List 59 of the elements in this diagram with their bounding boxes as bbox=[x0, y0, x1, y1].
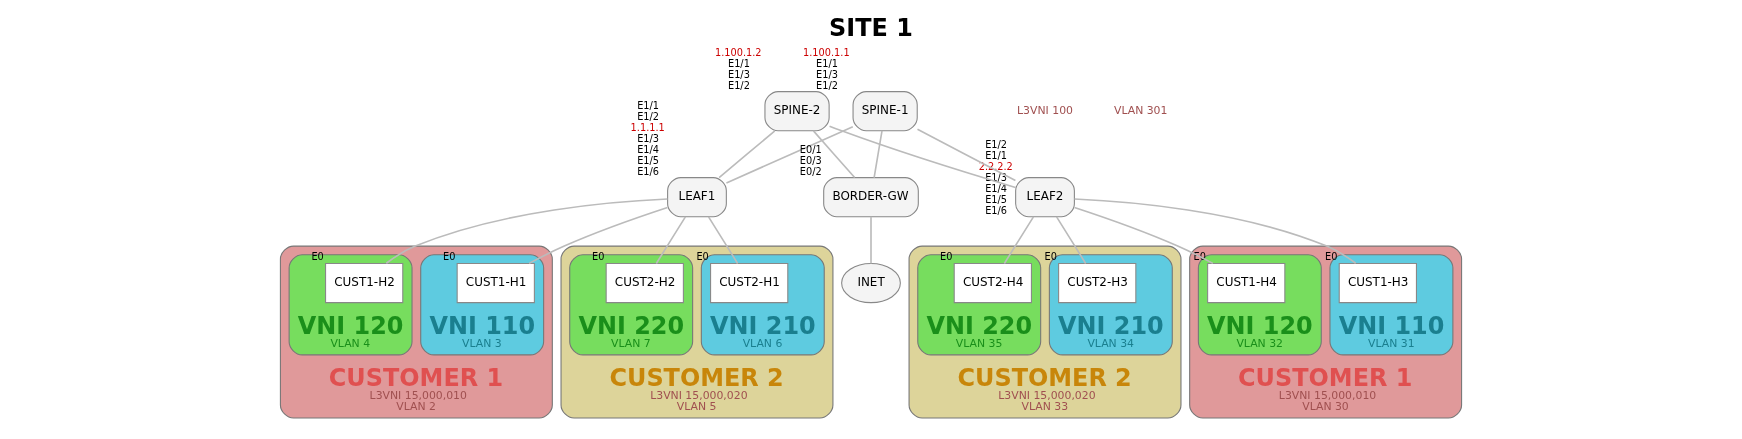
node-label: E1/2 bbox=[727, 79, 750, 91]
node-label: E1/1 bbox=[985, 149, 1008, 161]
node-label: E0/2 bbox=[799, 165, 822, 177]
label: VLAN 301 bbox=[1114, 103, 1168, 117]
node-label: E1/4 bbox=[985, 182, 1008, 194]
connector bbox=[707, 215, 739, 264]
label: L3VNI 100 bbox=[1017, 103, 1073, 117]
connector bbox=[718, 129, 776, 178]
connector bbox=[1055, 215, 1087, 264]
node-label: E0 bbox=[940, 250, 953, 262]
connector bbox=[828, 124, 1017, 188]
node-box: CUST1-H3 bbox=[1338, 262, 1417, 303]
node-box: BORDER-GW bbox=[823, 176, 919, 217]
connector bbox=[1073, 197, 1357, 264]
diagram-title: SITE 1 bbox=[829, 13, 913, 42]
connector bbox=[528, 206, 669, 264]
node-label: E1/2 bbox=[985, 138, 1008, 150]
node-box: CUST2-H1 bbox=[710, 262, 789, 303]
node-label: E1/1 bbox=[727, 57, 750, 69]
connector bbox=[1073, 206, 1214, 264]
node-label: E1/3 bbox=[727, 68, 750, 80]
node-label: E1/2 bbox=[816, 79, 838, 91]
connector bbox=[655, 215, 687, 264]
node-label: E1/6 bbox=[985, 204, 1008, 216]
node-box: CUST2-H3 bbox=[1058, 262, 1137, 303]
node-ellipse: INET bbox=[841, 262, 901, 303]
node-box: CUST2-H4 bbox=[953, 262, 1032, 303]
node-label: E1/4 bbox=[637, 143, 660, 155]
node-label: 1.1.1.1 bbox=[630, 121, 665, 133]
connector bbox=[812, 129, 856, 178]
node-label: 1.100.1.1 bbox=[803, 46, 850, 58]
node-label: 1.100.1.2 bbox=[714, 46, 762, 58]
connector bbox=[725, 125, 854, 184]
connector bbox=[870, 215, 872, 264]
connector bbox=[385, 197, 669, 264]
connector bbox=[1003, 215, 1035, 264]
node-label: E0 bbox=[311, 250, 324, 262]
node-label: E0/1 bbox=[799, 143, 822, 155]
node-box: SPINE-2 bbox=[764, 90, 830, 131]
node-label: E0 bbox=[443, 250, 456, 262]
node-label: E1/1 bbox=[816, 57, 838, 69]
connector bbox=[916, 127, 1017, 181]
node-label: E1/6 bbox=[637, 165, 660, 177]
node-box: LEAF1 bbox=[667, 176, 727, 217]
node-box: CUST1-H1 bbox=[456, 262, 535, 303]
node-label: E1/2 bbox=[637, 110, 660, 122]
node-label: E0 bbox=[592, 250, 605, 262]
node-label: E1/3 bbox=[816, 68, 838, 80]
node-label: E1/3 bbox=[637, 132, 660, 144]
node-box: CUST2-H2 bbox=[605, 262, 684, 303]
node-label: E1/5 bbox=[985, 193, 1008, 205]
node-box: SPINE-1 bbox=[852, 90, 918, 131]
connector bbox=[873, 129, 883, 178]
node-label: E1/1 bbox=[637, 99, 660, 111]
node-box: CUST1-H4 bbox=[1207, 262, 1286, 303]
node-box: LEAF2 bbox=[1015, 176, 1075, 217]
node-label: E0/3 bbox=[799, 154, 822, 166]
node-box: CUST1-H2 bbox=[325, 262, 404, 303]
node-label: E1/5 bbox=[637, 154, 660, 166]
